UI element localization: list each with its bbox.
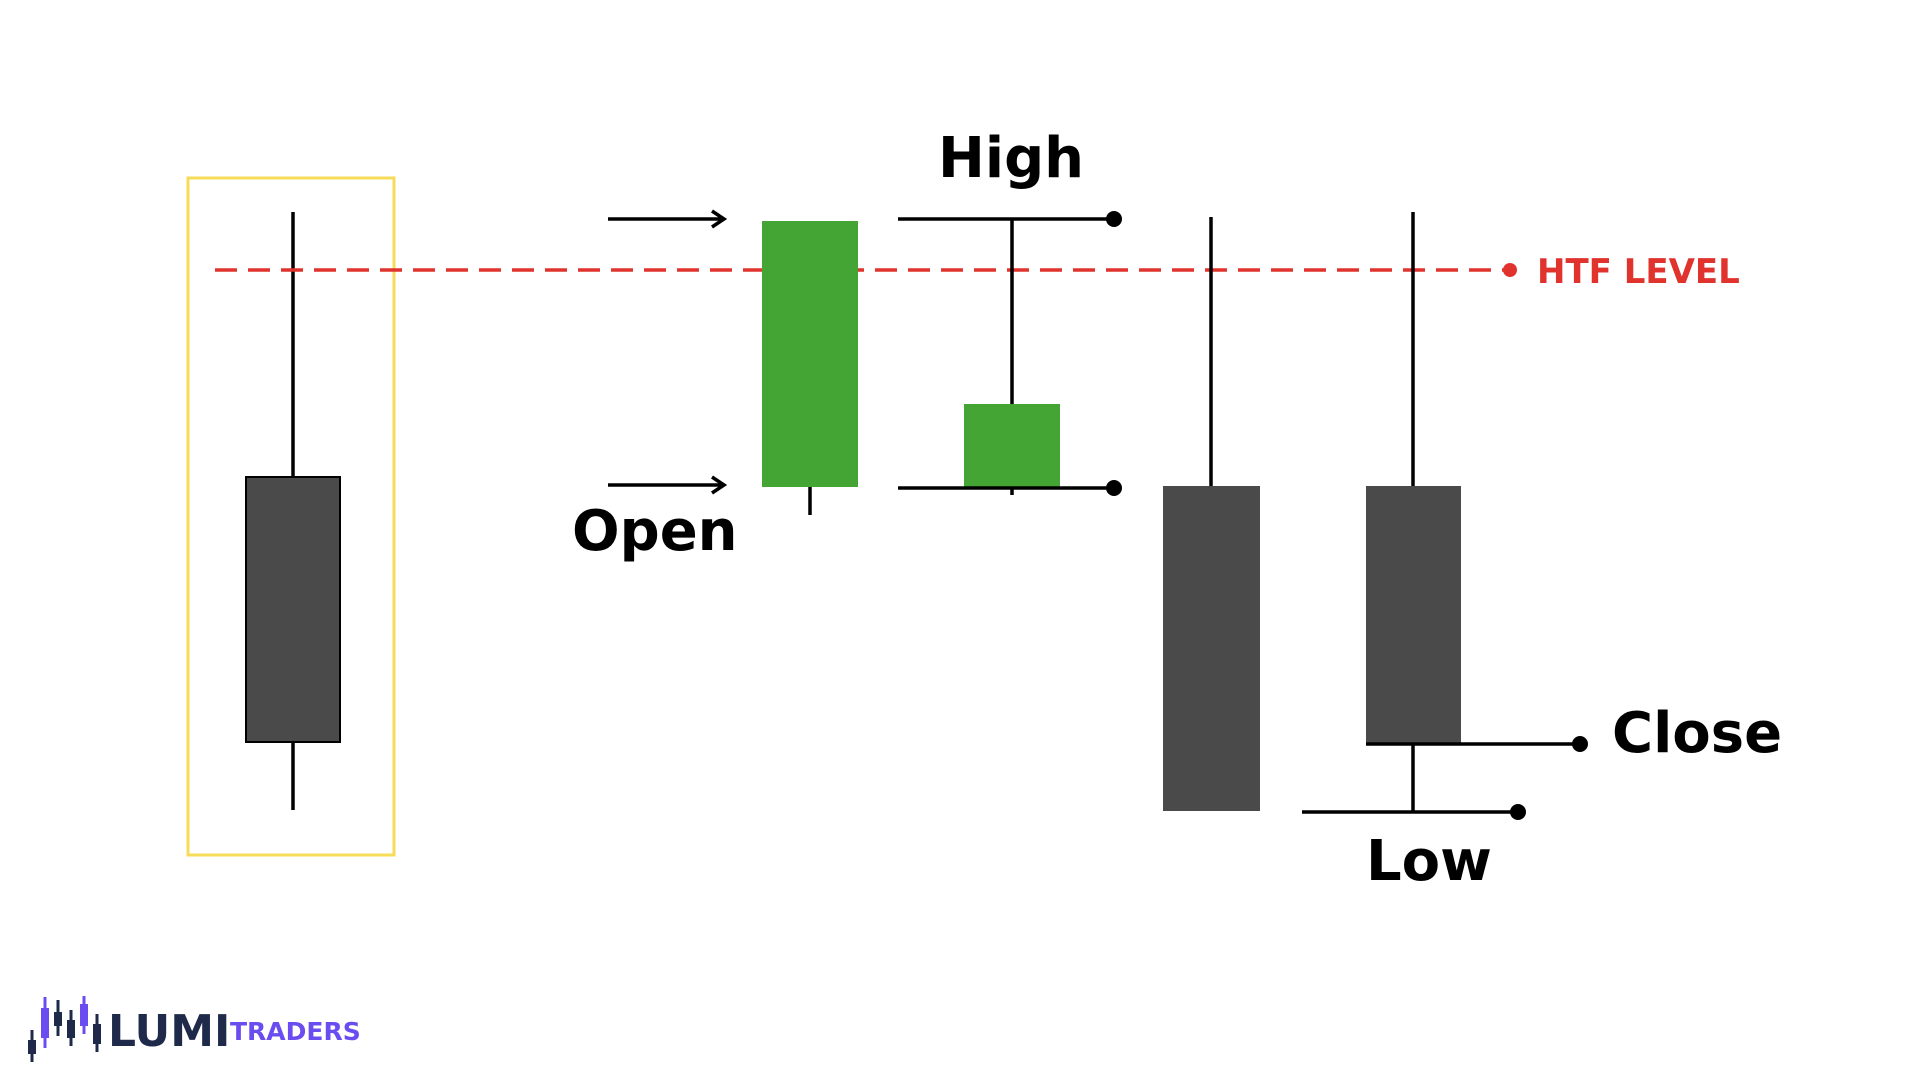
arrow-top xyxy=(608,209,728,229)
brand-name-main: LUMI xyxy=(108,1006,230,1057)
arrow-bottom xyxy=(608,475,728,495)
candle-4-body xyxy=(1163,486,1260,811)
high-label: High xyxy=(938,126,1084,191)
endpoint-dot-icon xyxy=(1106,211,1122,227)
htf-level-group: HTF LEVEL xyxy=(215,252,1740,292)
brand-logo: LUMI TRADERS xyxy=(28,996,361,1062)
htf-level-label: HTF LEVEL xyxy=(1537,252,1740,292)
low-label: Low xyxy=(1366,829,1492,894)
candle-2-group xyxy=(762,221,858,515)
close-label: Close xyxy=(1612,701,1782,766)
brand-name-sub: TRADERS xyxy=(230,1017,361,1046)
candle-1-body xyxy=(245,476,341,743)
endpoint-dot-icon xyxy=(1572,736,1588,752)
htf-level-endpoint-dot xyxy=(1503,263,1517,277)
candle-3-group xyxy=(898,211,1122,496)
candle-5-body xyxy=(1366,486,1461,744)
candle-3-body xyxy=(964,404,1060,488)
open-label: Open xyxy=(572,499,738,564)
endpoint-dot-icon xyxy=(1106,480,1122,496)
candle-4-group xyxy=(1163,217,1260,811)
highlight-box xyxy=(186,176,396,857)
candlestick-logo-icon xyxy=(28,996,101,1062)
arrow-head xyxy=(711,475,728,495)
endpoint-dot-icon xyxy=(1510,804,1526,820)
arrow-head xyxy=(711,209,728,229)
candle-5-group xyxy=(1302,212,1588,820)
candle-2-body xyxy=(762,221,858,487)
highlighted-candle-group xyxy=(186,176,396,857)
